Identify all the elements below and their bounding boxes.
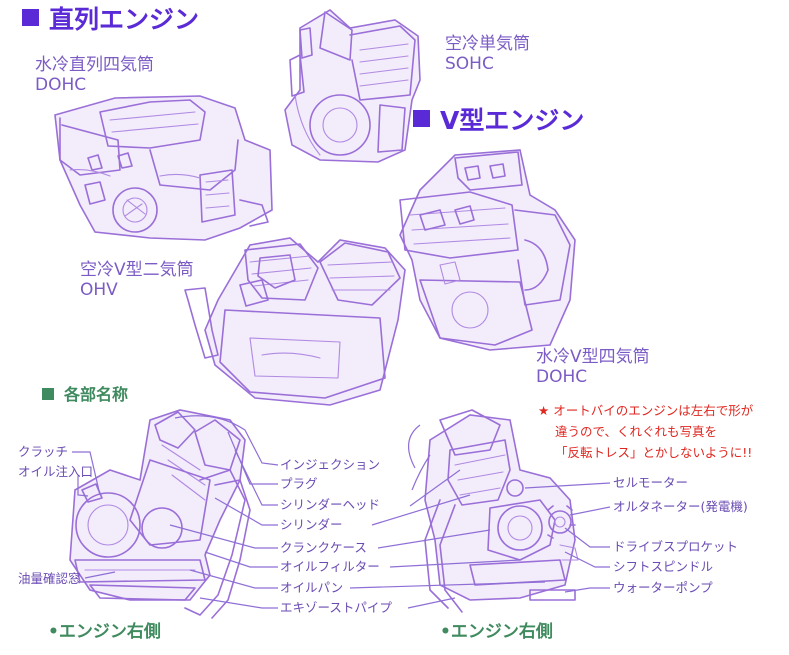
parts-section-title: 各部名称 [42,387,128,403]
label-starter-motor: セルモーター [613,475,689,490]
inline-four-engine-sketch [54,95,273,241]
leader-lines-center [169,415,546,609]
v-four-engine-sketch [399,149,576,351]
leader-lines-right [524,482,611,593]
caption-right-engine-side: •エンジン右側 [440,622,553,642]
v-twin-label: 空冷V型二気筒 OHV [80,260,194,300]
v-twin-engine-sketch [184,237,406,406]
section-square-icon [42,388,54,400]
parts-diagram-right-engine [424,409,579,613]
label-drive-sprocket: ドライブスプロケット [613,539,739,554]
label-water-pump: ウォーターポンプ [613,580,713,595]
v-engine-heading-text: V型エンジン [440,106,585,135]
heading-square-icon [22,9,39,26]
v-four-label: 水冷V型四気筒 DOHC [536,347,650,387]
single-cylinder-label: 空冷単気筒 SOHC [445,34,530,74]
label-oil-pan: オイルパン [280,580,344,595]
note-line-1: オートバイのエンジンは左右で形が [553,403,754,418]
star-icon: ★ [538,403,550,418]
parts-section-title-text: 各部名称 [64,385,129,404]
label-injection: インジェクション [280,457,381,472]
single-cylinder-engine-sketch [284,9,421,163]
label-alternator: オルタネーター(発電機) [613,499,748,514]
warning-note: ★ オートバイのエンジンは左右で形が 違うので、くれぐれも写真を 「反転トレス」… [538,400,753,463]
note-line-2: 違うので、くれぐれも写真を [555,424,718,439]
v-four-valve: DOHC [536,367,588,387]
label-clutch: クラッチ [18,444,69,459]
note-line-3: 「反転トレス」とかしないように!! [555,445,753,460]
v-twin-cooling: 空冷V型二気筒 [80,260,194,280]
inline-engine-heading-text: 直列エンジン [49,5,200,34]
label-exhaust-pipe: エキゾーストパイプ [280,600,392,615]
parts-diagram-left-engine [69,409,251,619]
v-four-cooling: 水冷V型四気筒 [536,347,650,367]
label-oil-filler: オイル注入口 [18,464,94,479]
v-twin-valve: OHV [80,280,118,300]
caption-left-engine-side: •エンジン右側 [48,622,161,642]
label-cylinder-head: シリンダーヘッド [280,497,381,512]
single-cooling: 空冷単気筒 [445,34,530,54]
label-crankcase: クランクケース [280,540,367,555]
label-cylinder: シリンダー [280,517,343,532]
label-oil-level-window: 油量確認窓 [18,571,81,586]
single-valve: SOHC [445,54,494,74]
leader-lines-left [72,451,116,579]
label-shift-spindle: シフトスピンドル [613,559,714,574]
label-oil-filter: オイルフィルター [280,559,380,574]
inline-four-label: 水冷直列四気筒 DOHC [35,55,154,95]
heading-square-icon [413,110,430,127]
inline-four-cooling: 水冷直列四気筒 [35,55,154,75]
inline-four-valve: DOHC [35,75,87,95]
inline-engine-heading: 直列エンジン [22,7,199,32]
v-engine-heading: V型エンジン [413,108,584,133]
label-plug: プラグ [280,476,318,491]
